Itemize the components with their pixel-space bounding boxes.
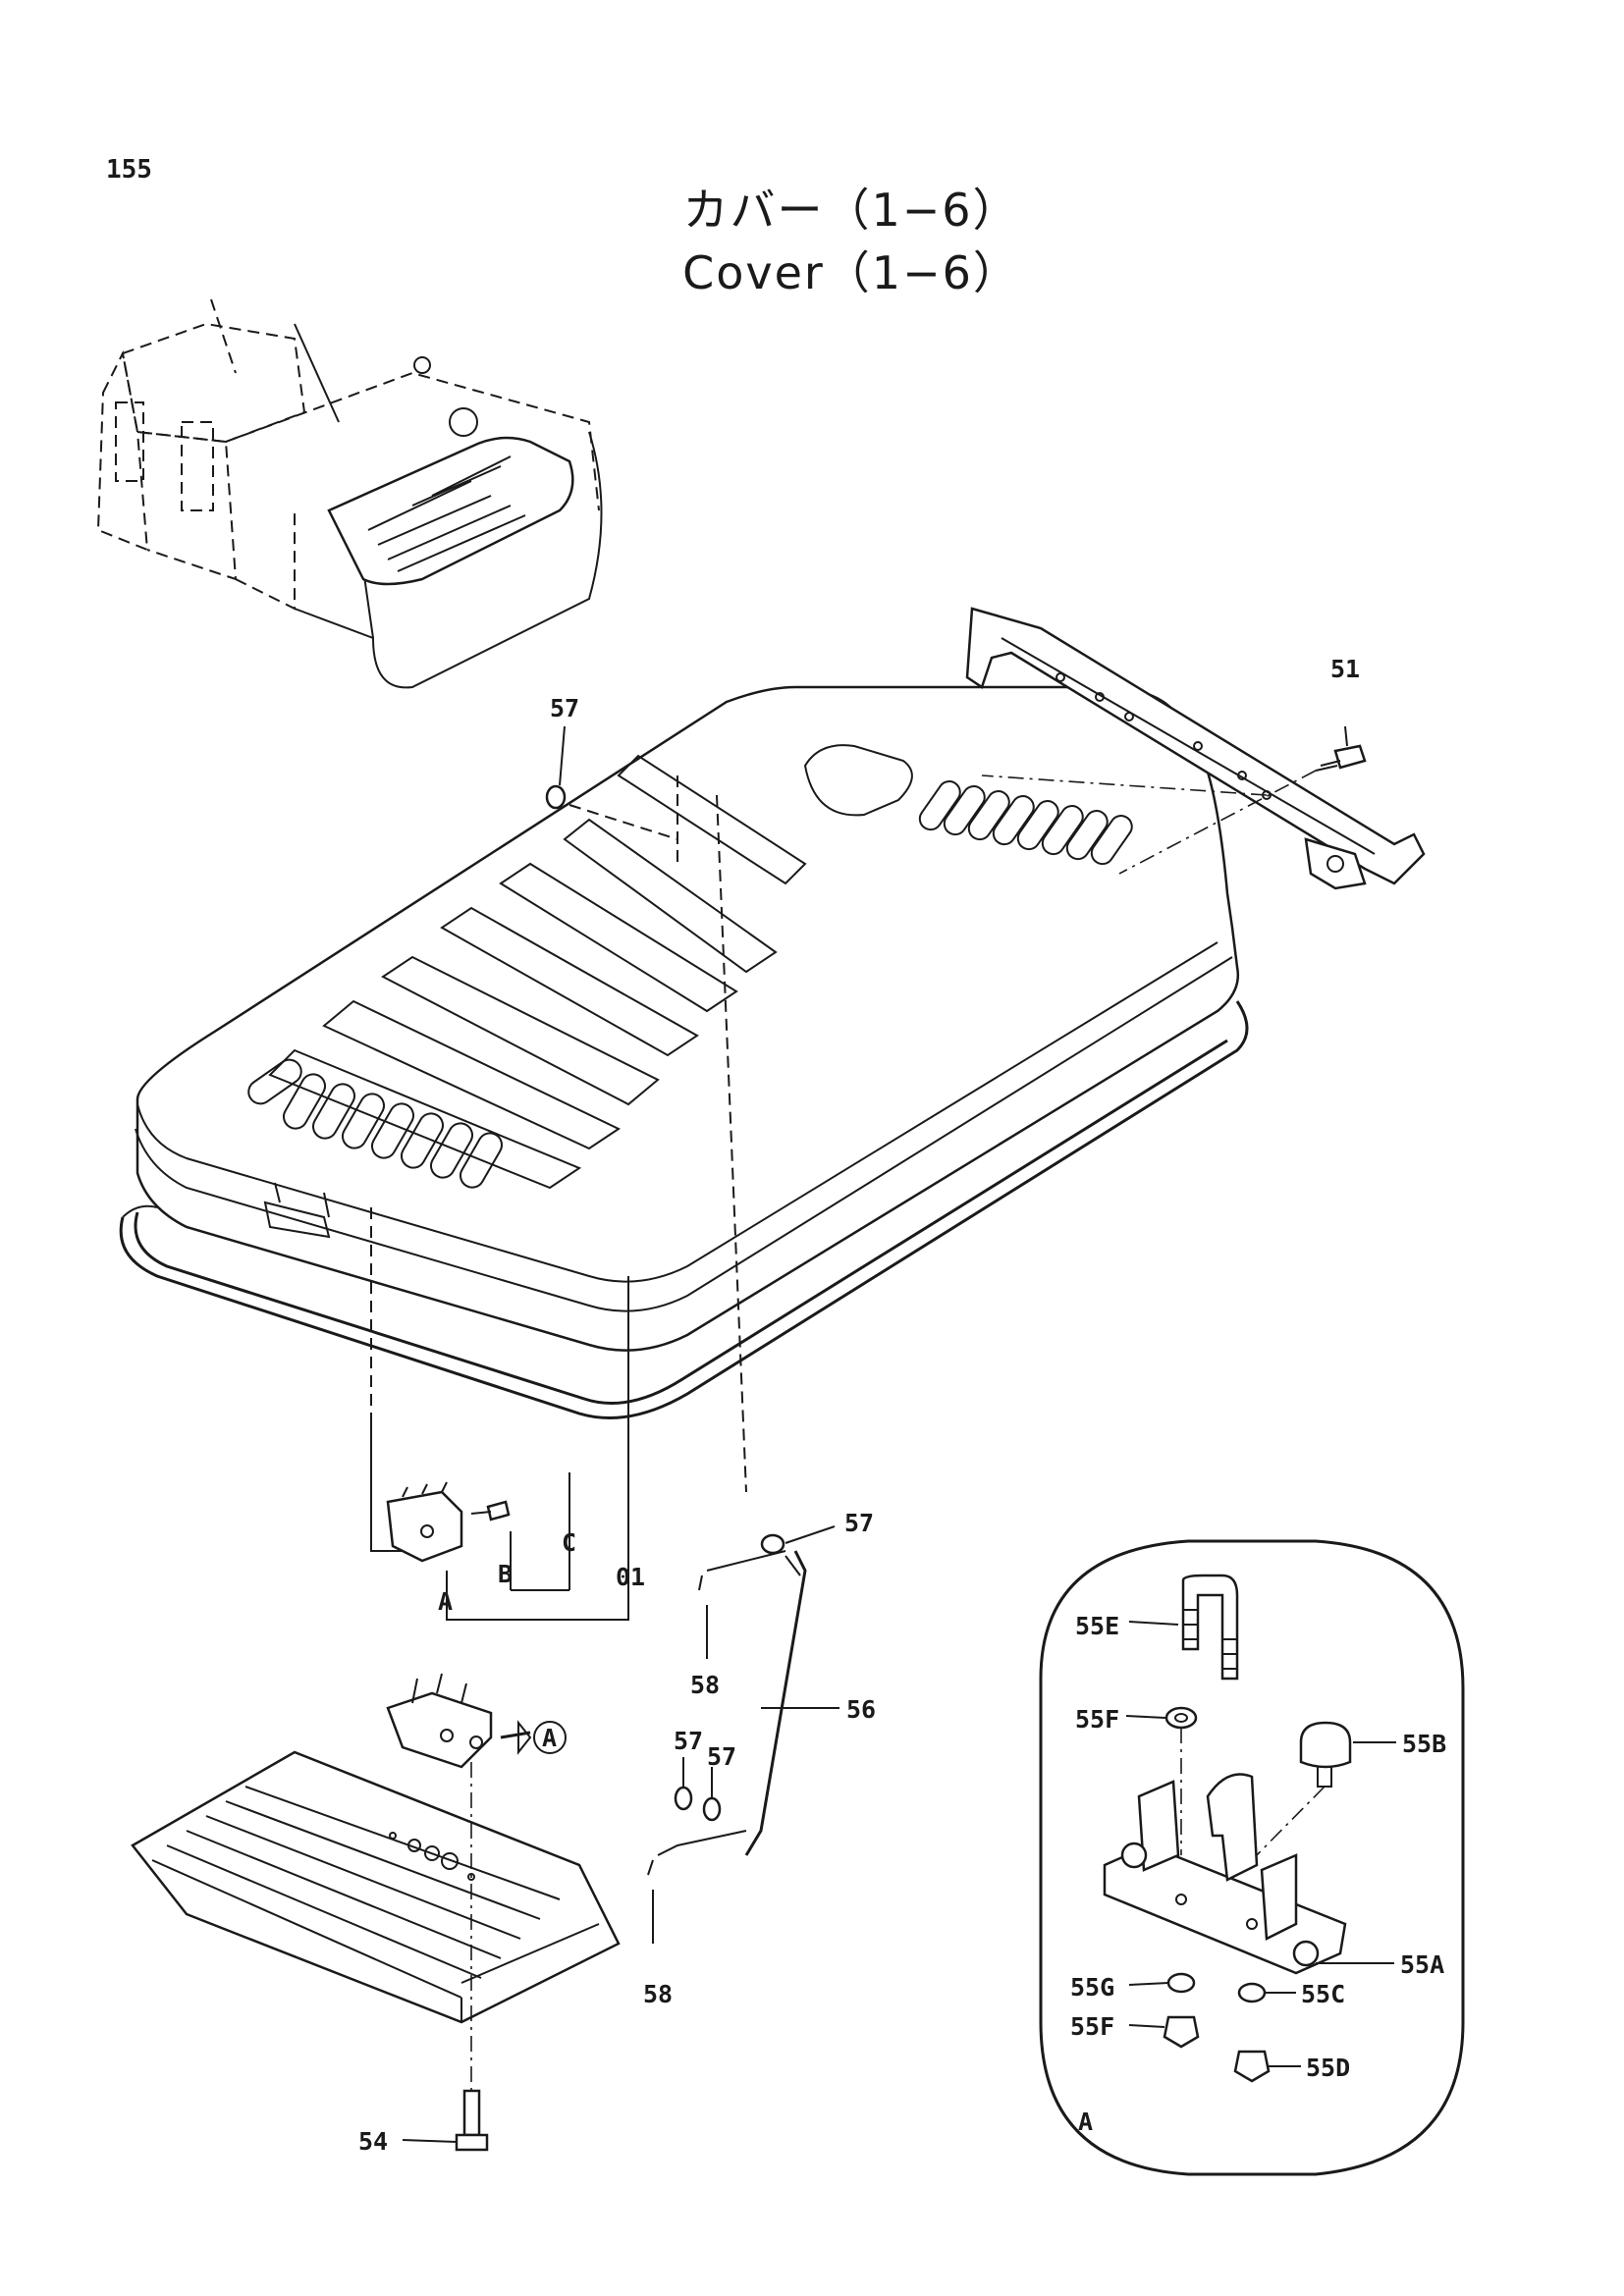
leader-lines <box>402 725 1396 2143</box>
callout-57-mid-b: 57 <box>707 1742 736 1771</box>
callout-55D: 55D <box>1306 2054 1350 2082</box>
callout-57-top: 57 <box>550 694 579 722</box>
seal-frame <box>119 1000 1249 1419</box>
page-number: 155 <box>106 155 152 185</box>
detail-a-marker: A <box>533 1721 567 1754</box>
callout-55E: 55E <box>1075 1612 1119 1640</box>
ref-c-label: C <box>562 1528 576 1557</box>
ref-b-label: B <box>498 1560 513 1588</box>
excavator-locator-view <box>96 298 603 689</box>
detail-a-label: A <box>1078 2108 1093 2136</box>
detail-a-view <box>1039 1539 1465 2176</box>
page-title-japanese: カバー（1−6） <box>682 184 1020 237</box>
callout-58-bottom: 58 <box>643 1980 673 2008</box>
stay-rod <box>647 1533 807 1876</box>
latch-assembly <box>370 1276 629 1621</box>
callout-57-mid-a: 57 <box>674 1727 703 1755</box>
hidden-line-stay <box>716 794 747 1493</box>
svg-text:A: A <box>542 1724 557 1752</box>
callout-55B: 55B <box>1402 1730 1446 1758</box>
callout-01: 01 <box>616 1563 645 1591</box>
callout-55F-bottom: 55F <box>1070 2012 1114 2041</box>
callout-58-top: 58 <box>690 1671 720 1699</box>
callout-55G: 55G <box>1070 1973 1114 2002</box>
washer-57-top <box>545 784 567 810</box>
callout-55F-top: 55F <box>1075 1705 1119 1734</box>
callout-55A: 55A <box>1400 1950 1444 1979</box>
mounting-bracket <box>965 607 1426 890</box>
callout-55C: 55C <box>1301 1980 1345 2008</box>
ref-a-label: A <box>438 1587 453 1616</box>
callout-51: 51 <box>1330 655 1360 683</box>
grille-panel <box>131 1750 621 2152</box>
latch-bracket-a <box>386 1673 532 1769</box>
page-title-english: Cover（1−6） <box>682 246 1020 299</box>
callout-57-right: 57 <box>844 1509 874 1537</box>
washer-57a <box>674 1786 693 1811</box>
cover-panel <box>135 685 1240 1352</box>
washer-57b <box>702 1796 722 1822</box>
callout-56: 56 <box>846 1695 876 1724</box>
callout-54: 54 <box>358 2127 388 2156</box>
